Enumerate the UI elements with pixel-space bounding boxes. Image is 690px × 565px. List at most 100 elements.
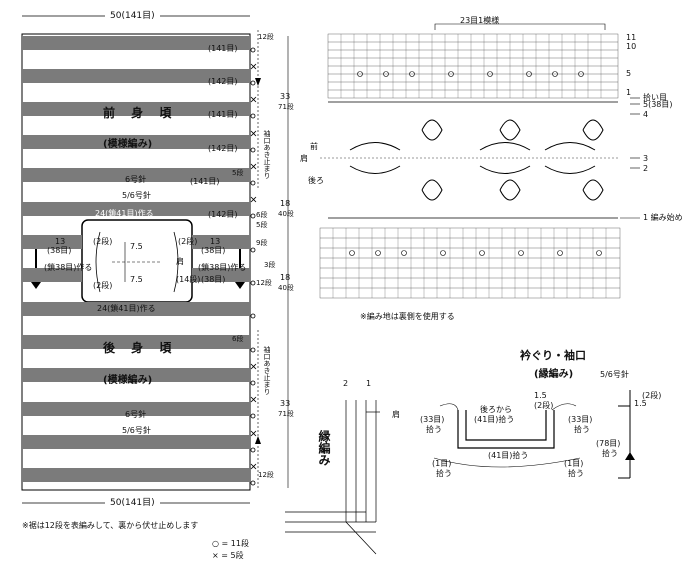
edging-section: 衿ぐり・袖口 (縁編み) 5/6号針 縁編み 2 1 肩 [280,340,690,565]
side-rows-front-40: 40段 [278,210,294,218]
pick-rows-2: (2段) [534,401,554,410]
neck-right-count-2: (38目) [201,275,226,284]
front-pattern: (模様編み) [103,139,153,150]
stripe-band [22,36,250,50]
front-needle: 6号針 [125,175,147,184]
back-pattern: (模様編み) [103,375,153,386]
stripe-band [22,135,250,149]
side-rows-3: 3段 [264,261,276,269]
stripe-band [22,168,250,182]
stripe-band [22,402,250,416]
chart-back: 後ろ [308,176,324,185]
legend-circle: ○ = 11段 [212,539,249,548]
stripe-band [192,235,250,249]
row-label: (141目) [208,44,238,53]
side-rows-back-18: 18 [280,273,291,282]
hem-note: ※裾は12段を表編みして、裏から伏せ止めします [22,521,199,530]
row-label: (142目) [208,210,238,219]
pick-back-2: (41目)拾う [474,415,515,424]
stripe-band [22,235,82,249]
neck-bottom-label: 24(鎖41目)作る [97,304,156,313]
pick-left-one: (1目) [432,459,452,468]
side-rows-front-71: 71段 [278,103,294,111]
pick-front: (41目)拾う [488,451,529,460]
sleeve-pick-2: 拾う [602,449,618,458]
pick-right-count: (33目) [568,415,593,424]
pick-right-one-2: 拾う [568,469,584,478]
slit-label-back: 袖口あき止まり [263,346,271,395]
neck-left-rows-top: (2段) [93,237,113,246]
neck-left-count: (38目) [47,246,72,255]
chart-front: 前 [310,142,318,151]
garment-schematic: 50(141目) [0,0,300,560]
side-rows-bottom: 12段 [258,471,274,479]
edging-needle: 5/6号針 [600,370,629,379]
neck-right-rows-top: (2段) [178,237,198,246]
side-rows-back-71: 71段 [278,410,294,418]
top-width: 50(141目) [110,11,155,21]
row-label: (141目) [208,110,238,119]
row-label: (142目) [208,144,238,153]
pick-back-1: 後ろから [480,405,512,414]
stripe-band [22,368,250,382]
chart-row-2: 2 [643,164,649,173]
neck-top-label: 24(鎖41目)作る [95,209,154,218]
stripe-band [22,202,250,216]
neck-center-bot: 7.5 [130,275,143,284]
neck-right-make: (鎖38目)作る [198,263,247,272]
pick-left-one-2: 拾う [436,469,452,478]
side-rows-top: 12段 [258,33,274,41]
side-rows-front-33: 33 [280,92,291,101]
chart-start: 1 編み始め [643,213,683,222]
neck-left-make: (鎖38目)作る [44,263,93,272]
pick-right-one: (1目) [564,459,584,468]
slit-label-front: 袖口あき止まり [263,130,271,179]
front-needle-alt: 5/6号針 [122,191,151,200]
pick-left-count: (33目) [420,415,445,424]
chart-grid [319,23,640,299]
stripe-band [22,335,250,349]
edging-col-2: 2 [343,379,349,388]
stripe-band [22,102,250,116]
edging-shoulder: 肩 [392,410,400,419]
stripe-band [192,268,250,282]
chart-row-5: 5 [626,69,632,78]
chart-row-11: 11 [626,33,637,42]
front-title: 前 身 頃 [103,106,178,120]
back-needle-alt: 5/6号針 [122,426,151,435]
chart-pick: 拾い目 [643,93,667,102]
chart-row-3: 3 [643,154,649,163]
side-rows-12: 12段 [256,279,272,287]
chart-row-10: 10 [626,42,637,51]
neck-left-rows-bot: (2段) [93,281,113,290]
neck-right-rows-bot: (14段) [176,275,201,284]
stripe-band [22,302,250,316]
pick-right-label: 拾う [574,425,590,434]
legend-cross: × = 5段 [212,551,244,560]
edging-subtitle: (縁編み) [534,369,574,380]
edging-vertical-title: 縁編み [317,430,331,466]
side-rows-6b: 6段 [232,335,244,343]
neck-left-width: 13 [55,237,66,246]
chart-row-4: 4 [643,110,649,119]
side-rows-9: 9段 [256,239,268,247]
bottom-width: 50(141目) [110,498,155,508]
pick-left-label: 拾う [426,425,442,434]
edging-title: 衿ぐり・袖口 [520,349,586,362]
back-needle: 6号針 [125,410,147,419]
stripe-band [22,468,250,482]
stripe-band [22,268,82,282]
row-label: (141目) [190,177,220,186]
neck-right-width: 13 [210,237,221,246]
neck-right-count: (38目) [201,246,226,255]
neck-center-top: 7.5 [130,242,143,251]
sleeve-rows: 1.5 [634,399,647,408]
side-rows-5a: 5段 [232,169,244,177]
edge-markers [250,47,257,486]
chart-row-5-38: 5(38目) [643,100,673,109]
sleeve-rows-2: (2段) [642,391,662,400]
repeat-label: 23目1模様 [460,16,500,25]
edging-col-1: 1 [366,379,372,388]
sleeve-pick: (78目) [596,439,621,448]
side-rows-front-18: 18 [280,199,291,208]
